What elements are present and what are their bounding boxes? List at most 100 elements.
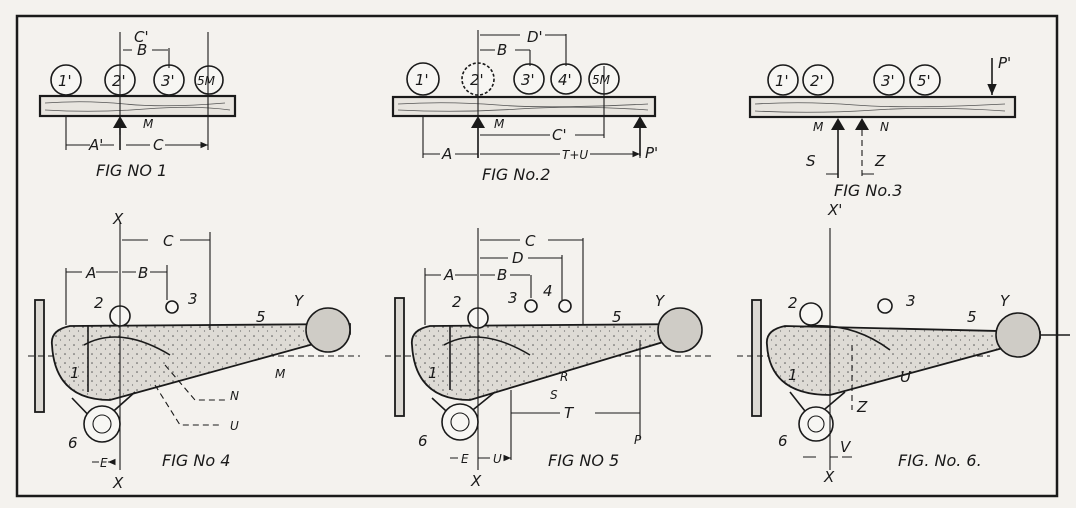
label: FIG NO 5 [548, 451, 619, 470]
label: X [112, 210, 124, 228]
label: D' [527, 28, 543, 46]
label: Y [1000, 292, 1011, 310]
weight-4: 4' [550, 63, 582, 95]
label: X [823, 468, 835, 486]
label: M [275, 367, 286, 381]
label: 6 [778, 432, 788, 450]
label: 2' [112, 72, 126, 90]
label: Z [874, 152, 886, 170]
weight-3: 3' [153, 64, 185, 96]
label: E [461, 452, 469, 466]
label: 1' [415, 71, 429, 89]
figure-5: C D A B 2 3 4 5 Y 1 R S T P 6 E U X FIG … [385, 228, 715, 490]
beam [748, 95, 1017, 119]
label: B [497, 266, 507, 284]
label: N [230, 389, 239, 403]
figure-6: 2 3 5 Y 1 U Z 6 V X FIG. No. 6. [737, 228, 1070, 486]
label: 3' [881, 72, 895, 90]
label: 1' [775, 72, 789, 90]
label: R [560, 370, 568, 384]
label: X [470, 472, 482, 490]
label: 3 [508, 289, 518, 307]
fuselage [410, 323, 691, 401]
label: M [494, 117, 505, 131]
label: U [900, 368, 911, 386]
label: 2 [94, 294, 104, 312]
label: 3 [906, 292, 916, 310]
weight-3 [165, 300, 179, 314]
figure-1: 1' 2' 3' 5M C' B M A' C FIG NO 1 [38, 28, 237, 180]
label: Y [655, 292, 666, 310]
label: X [112, 474, 124, 492]
frame [15, 14, 1059, 498]
weight-5m: 5M [194, 65, 224, 95]
weight-2: 2' [802, 64, 834, 96]
label: FIG No.2 [482, 165, 550, 184]
label: 5' [917, 72, 931, 90]
weight-3 [524, 299, 538, 313]
propeller [751, 299, 762, 417]
label: T+U [562, 148, 588, 162]
wheel [441, 403, 479, 441]
label: FIG. No. 6. [898, 451, 982, 470]
label: A [85, 264, 96, 282]
label: 5M [197, 74, 216, 88]
label: P' [645, 144, 658, 162]
label: X' [827, 201, 842, 219]
label: 3 [188, 290, 198, 308]
label: V [840, 438, 852, 456]
label: M [143, 117, 154, 131]
label: 4 [543, 282, 553, 300]
weight-2 [799, 302, 823, 326]
label: U [230, 419, 239, 433]
label: Z [856, 398, 868, 416]
label: S [550, 388, 558, 402]
label: A [441, 145, 452, 163]
label: N [880, 120, 889, 134]
label: T [564, 404, 575, 422]
wheel [798, 406, 834, 442]
label: FIG No.3 [834, 181, 902, 200]
label: C [153, 136, 164, 154]
label: C [525, 232, 536, 250]
figure-3: 1' 2' 3' 5' P' M N S Z FIG No.3 X' [748, 54, 1017, 219]
figure-4: X X C A B 2 3 5 Y 1 M N U 6 E FIG No 4 [28, 210, 360, 492]
label: 5M [592, 73, 611, 87]
label: M [813, 120, 824, 134]
label: 2' [810, 72, 824, 90]
propeller [394, 297, 405, 417]
label: 6 [68, 434, 78, 452]
label: S [806, 152, 816, 170]
label: 2 [788, 294, 798, 312]
tail-surface [305, 307, 351, 353]
label: 5 [256, 308, 266, 326]
weight-1: 1' [767, 64, 799, 96]
label: B [137, 41, 147, 59]
label: 6 [418, 432, 428, 450]
label: C' [134, 28, 149, 46]
weight-1: 1' [406, 62, 440, 96]
label: 1 [788, 366, 798, 384]
weight-5: 5' [909, 64, 941, 96]
label: 3' [161, 72, 175, 90]
weight-4 [558, 299, 572, 313]
label: P [634, 433, 642, 447]
weight-3 [877, 298, 893, 314]
label: P' [998, 54, 1011, 72]
label: 2' [470, 71, 484, 89]
label: E [100, 456, 108, 470]
label: 1 [70, 364, 80, 382]
label: A' [88, 136, 103, 154]
label: FIG NO 1 [96, 161, 167, 180]
wheel [83, 405, 121, 443]
figure-2: 1' 2' 3' 4' 5M D' B M C' A T+U P' FIG No… [391, 28, 658, 184]
fuselage [50, 323, 351, 401]
label: Y [294, 292, 305, 310]
label: B [497, 41, 507, 59]
label: U [493, 452, 502, 466]
tail-surface [657, 307, 703, 353]
label: 4' [558, 71, 572, 89]
label: 5 [967, 308, 977, 326]
weight-3: 3' [873, 64, 905, 96]
label: A [443, 266, 454, 284]
